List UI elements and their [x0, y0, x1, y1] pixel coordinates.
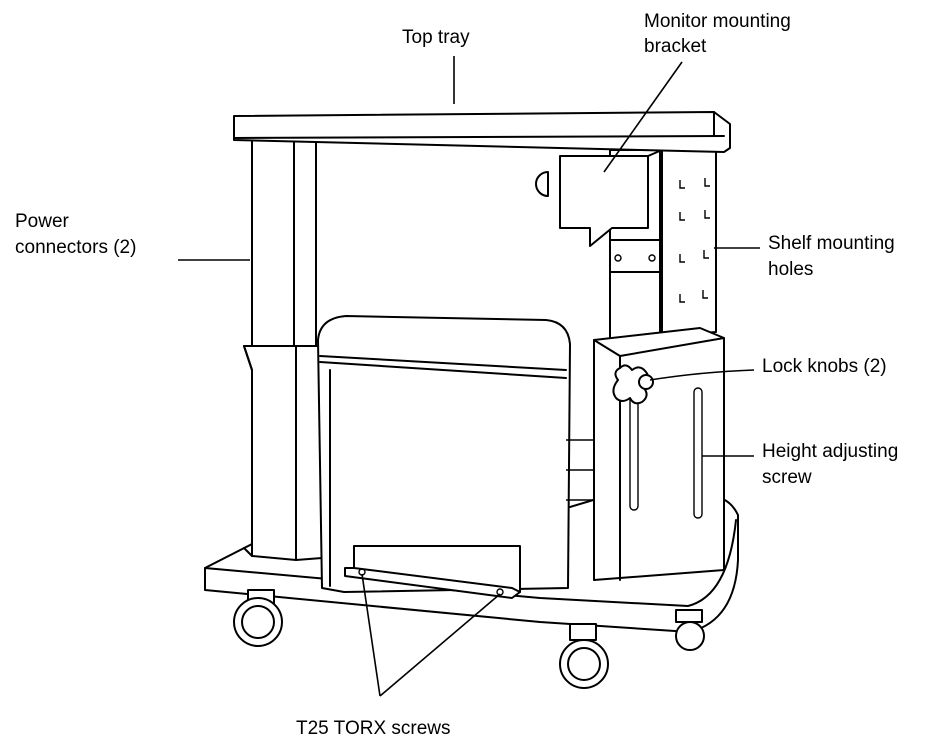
label-height-line1: Height adjusting	[762, 441, 899, 462]
label-monitor-bracket-line2: bracket	[644, 36, 707, 57]
left-column-lower	[243, 345, 323, 561]
label-height-line2: screw	[762, 467, 812, 488]
lock-knob	[612, 364, 654, 405]
label-top-tray: Top tray	[402, 27, 470, 48]
top-tray	[233, 111, 731, 153]
label-monitor-bracket-line1: Monitor mounting	[644, 11, 791, 32]
label-torx-screws: T25 TORX screws	[296, 718, 451, 739]
caster-front-left	[233, 589, 283, 647]
height-adjust-column	[593, 327, 725, 581]
foot-bracket	[344, 545, 521, 599]
label-power-line1: Power	[15, 211, 69, 232]
label-lock-knobs: Lock knobs (2)	[762, 356, 887, 377]
caster-rear-right	[675, 609, 705, 651]
monitor-bracket	[535, 149, 663, 351]
leader-lines	[178, 56, 760, 697]
caster-front-center	[559, 623, 609, 689]
label-shelf-line2: holes	[768, 259, 814, 280]
left-column	[251, 137, 317, 351]
label-power-line2: connectors (2)	[15, 237, 137, 258]
label-shelf-line1: Shelf mounting	[768, 233, 895, 254]
